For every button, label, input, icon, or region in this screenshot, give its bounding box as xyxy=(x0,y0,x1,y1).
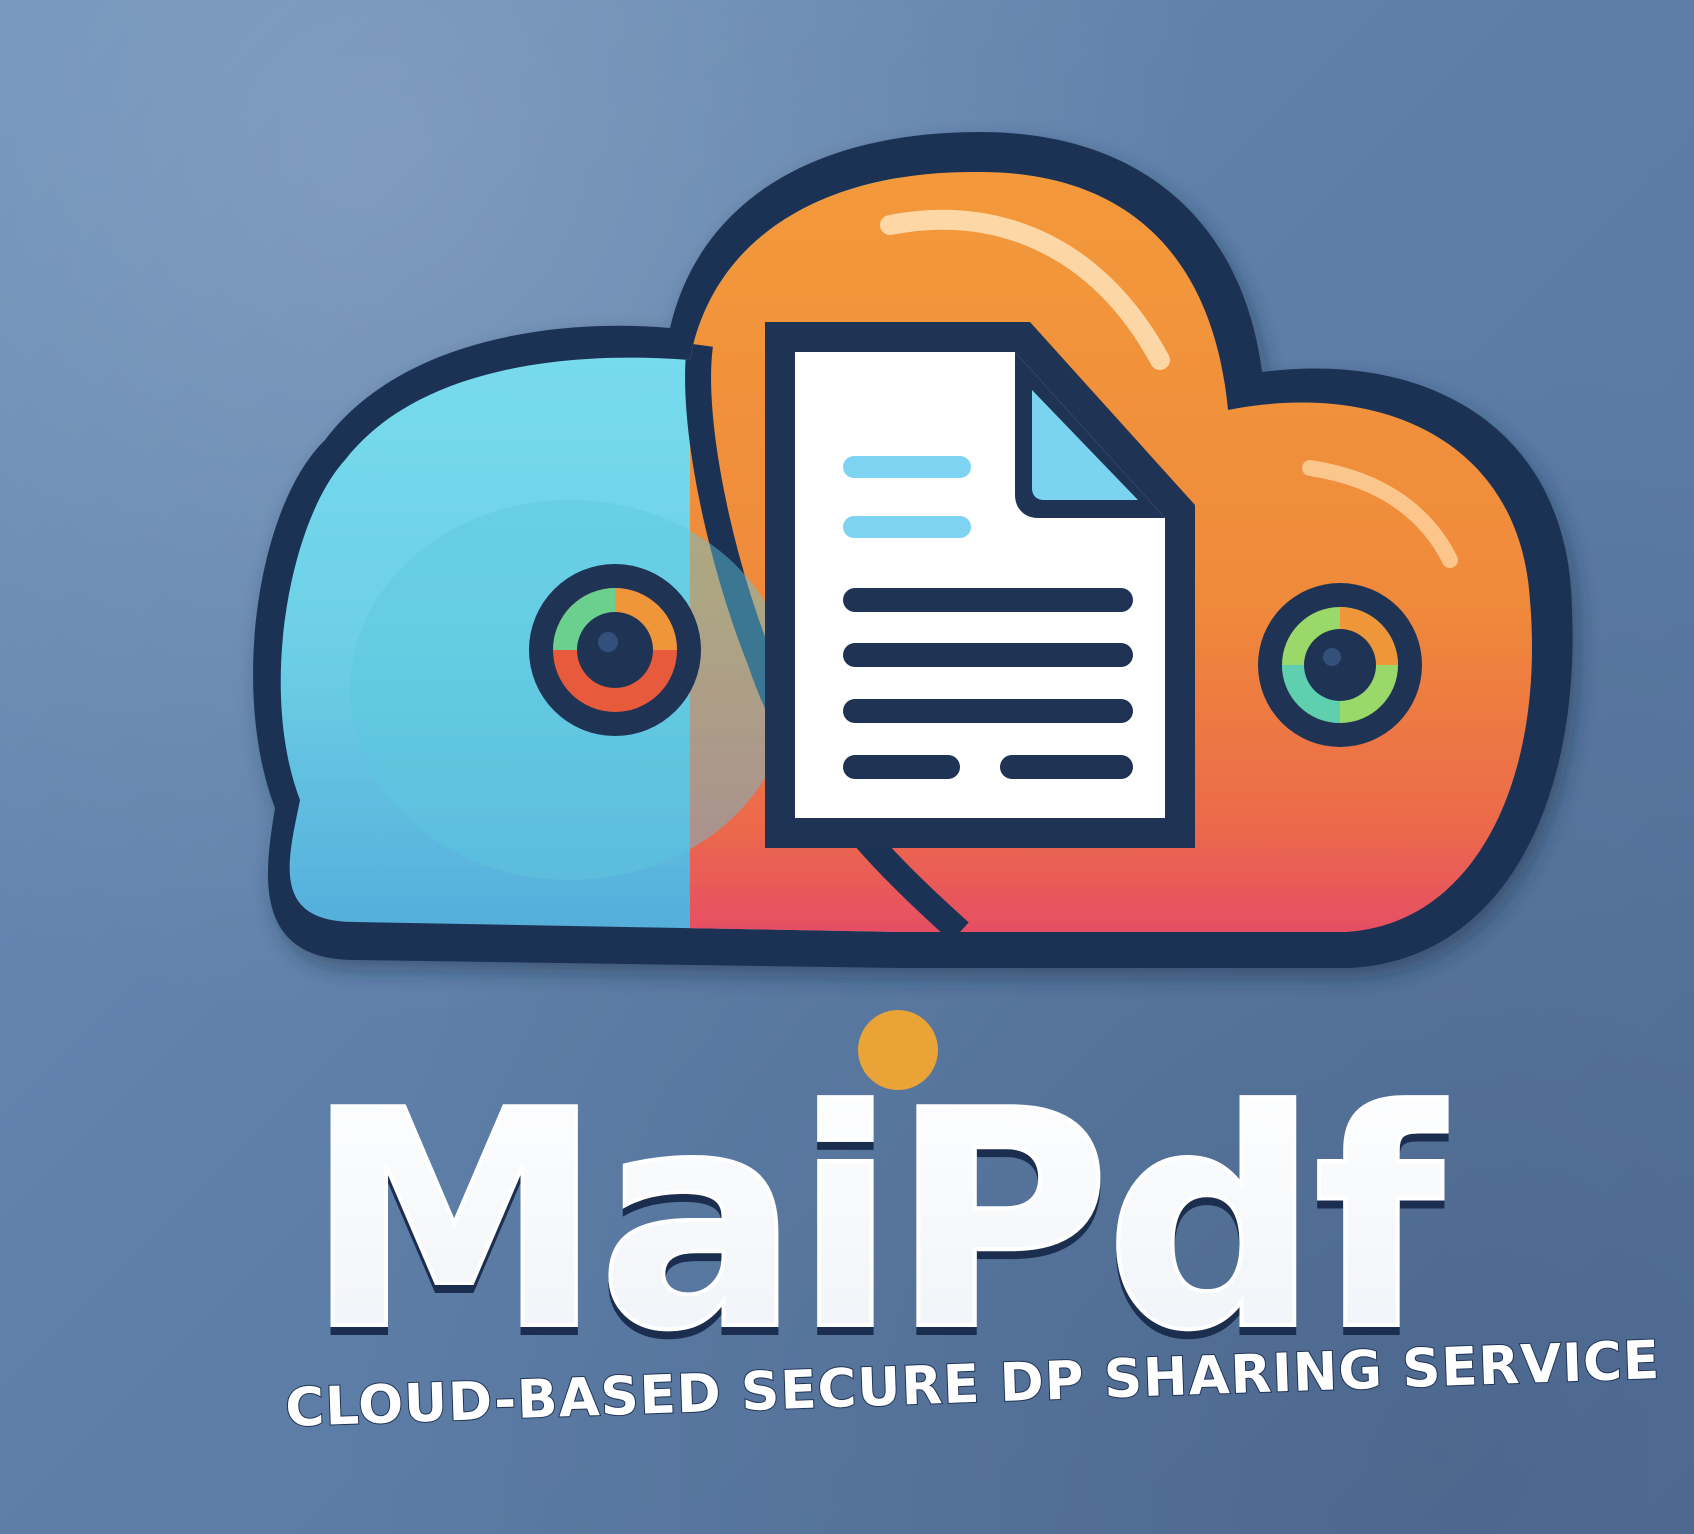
right-eye-icon xyxy=(1258,583,1422,747)
orange-dot-icon xyxy=(858,1010,938,1090)
brand-wordmark: MaiPdf xyxy=(303,1045,1457,1398)
brand-name: MaiPdf xyxy=(305,1047,1449,1396)
document-icon xyxy=(765,322,1195,848)
left-eye-icon xyxy=(529,564,701,736)
